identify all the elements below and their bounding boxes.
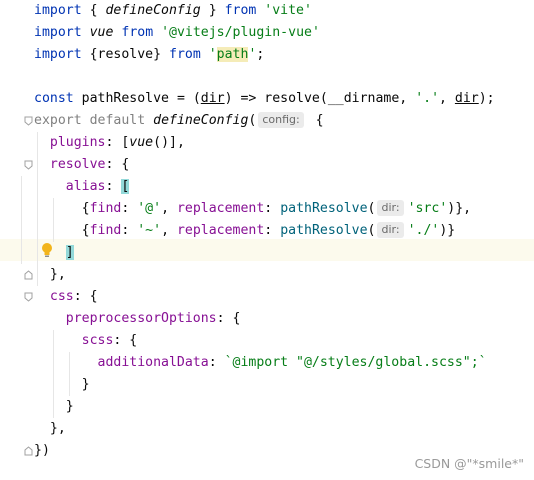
fold-marker-icon[interactable] — [24, 270, 33, 280]
lightbulb-icon[interactable] — [40, 242, 54, 258]
code-line: }, — [34, 421, 66, 436]
bracket-match: ] — [65, 245, 74, 260]
code-line: import { defineConfig } from 'vite' — [34, 3, 312, 18]
code-line: css: { — [49, 289, 98, 304]
code-line: import vue from '@vitejs/plugin-vue' — [34, 25, 320, 40]
parameter-hint: config: — [258, 112, 304, 128]
bracket-match: [ — [121, 179, 130, 194]
parameter-hint: dir: — [377, 200, 404, 216]
code-line: export default defineConfig(config: { — [34, 112, 324, 128]
indent-guide — [21, 176, 22, 264]
code-line: } — [34, 399, 74, 414]
code-line: const pathResolve = (dir) => resolve(__d… — [34, 91, 495, 106]
code-line: } — [34, 377, 90, 392]
code-line: plugins: [vue()], — [49, 135, 185, 150]
code-line: {find: '@', replacement: pathResolve(dir… — [34, 200, 472, 216]
code-line: alias: [ — [65, 179, 130, 194]
code-line: preprocessorOptions: { — [65, 311, 241, 326]
code-line: }, — [34, 267, 66, 282]
code-line-current: ] — [34, 242, 74, 264]
code-line: scss: { — [81, 333, 138, 348]
fold-marker-icon[interactable] — [24, 446, 33, 456]
code-line: import {resolve} from 'path'; — [34, 47, 265, 62]
indent-guide — [37, 132, 38, 286]
code-line: }) — [34, 443, 50, 458]
parameter-hint: dir: — [377, 222, 404, 238]
fold-marker-icon[interactable] — [24, 292, 33, 302]
watermark: CSDN @"*smile*" — [414, 456, 524, 471]
indent-guide — [53, 330, 54, 418]
caret-line-highlight — [0, 239, 534, 261]
indent-guide — [53, 198, 54, 242]
indent-guide — [69, 352, 70, 396]
fold-marker-icon[interactable] — [24, 160, 33, 170]
fold-marker-icon[interactable] — [24, 116, 33, 126]
code-line: resolve: { — [49, 157, 130, 172]
code-line: {find: '~', replacement: pathResolve(dir… — [34, 222, 456, 238]
code-line: additionalData: `@import "@/styles/globa… — [97, 355, 487, 370]
